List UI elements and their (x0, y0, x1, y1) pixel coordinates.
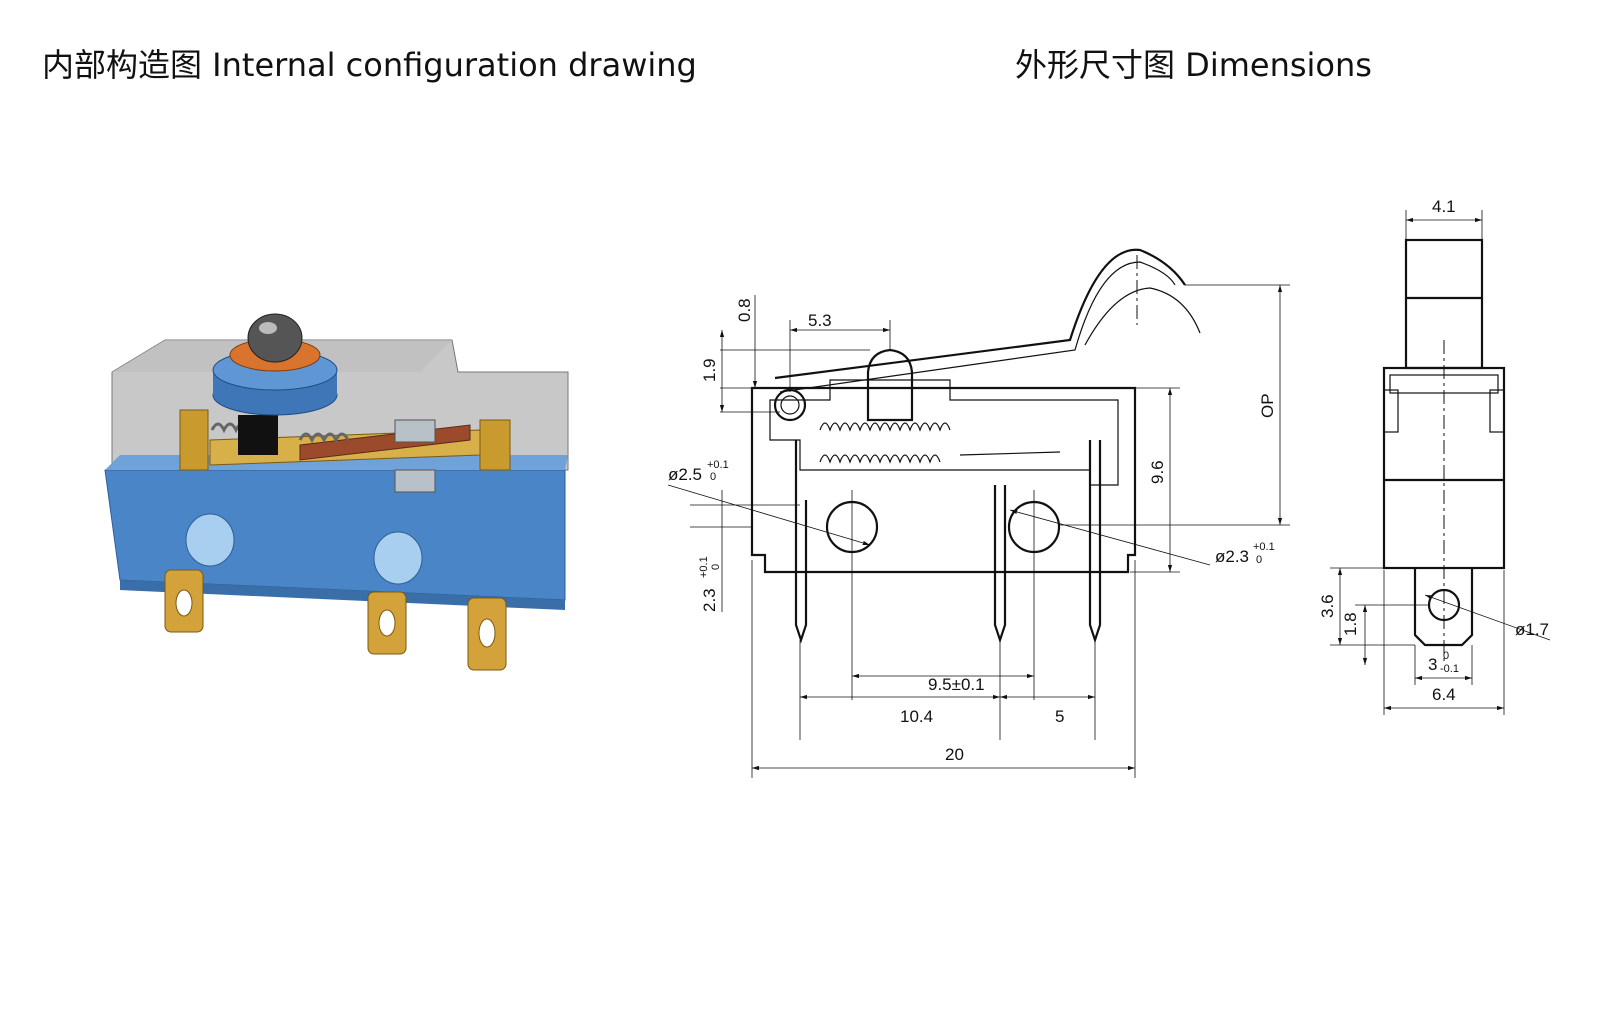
label-d2-5: ø2.5 (668, 465, 702, 484)
label-2-3-vertical: 2.3 (700, 588, 719, 612)
label-9-5: 9.5±0.1 (928, 675, 985, 694)
label-20: 20 (945, 745, 964, 764)
label-2-3-vertical-tol-up: +0.1 (698, 556, 710, 578)
leader-d2-5 (667, 484, 871, 546)
label-1-9: 1.9 (700, 358, 719, 382)
label-2-3-vertical-tol-dn: 0 (710, 564, 722, 570)
label-10-4: 10.4 (900, 707, 933, 726)
internal-configuration-title: 内部构造图 Internal configuration drawing (42, 46, 697, 84)
label-1-8: 1.8 (1341, 612, 1360, 636)
label-d2-3-tol-dn: 0 (1256, 554, 1262, 566)
label-5-3: 5.3 (808, 311, 832, 330)
dimension-labels: 0.8 5.3 1.9 ø2.5 +0.1 0 2.3 +0.1 0 9.6 O… (668, 197, 1549, 764)
label-d2-5-tol-dn: 0 (710, 471, 716, 483)
label-3-6: 3.6 (1318, 594, 1337, 618)
label-d2-3: ø2.3 (1215, 547, 1249, 566)
label-d2-3-tol-up: +0.1 (1253, 541, 1275, 553)
label-5: 5 (1055, 707, 1064, 726)
label-3-tol-up: 0 (1443, 650, 1449, 662)
label-d2-5-tol-up: +0.1 (707, 459, 729, 471)
leader-d2-3 (1009, 509, 1211, 566)
label-0-8: 0.8 (735, 298, 754, 322)
label-d1-7: ø1.7 (1515, 620, 1549, 639)
dimensions-title: 外形尺寸图 Dimensions (1015, 46, 1372, 84)
front-view-drawing (667, 248, 1290, 778)
label-9-6: 9.6 (1148, 460, 1167, 484)
internal-switch-illustration (104, 313, 569, 671)
label-3-tol-dn: -0.1 (1440, 663, 1459, 675)
leader-d1-7 (1424, 594, 1551, 641)
side-view-drawing (1330, 210, 1551, 715)
label-3: 3 (1428, 655, 1437, 674)
label-op: OP (1258, 393, 1277, 418)
label-6-4: 6.4 (1432, 685, 1456, 704)
label-4-1: 4.1 (1432, 197, 1456, 216)
